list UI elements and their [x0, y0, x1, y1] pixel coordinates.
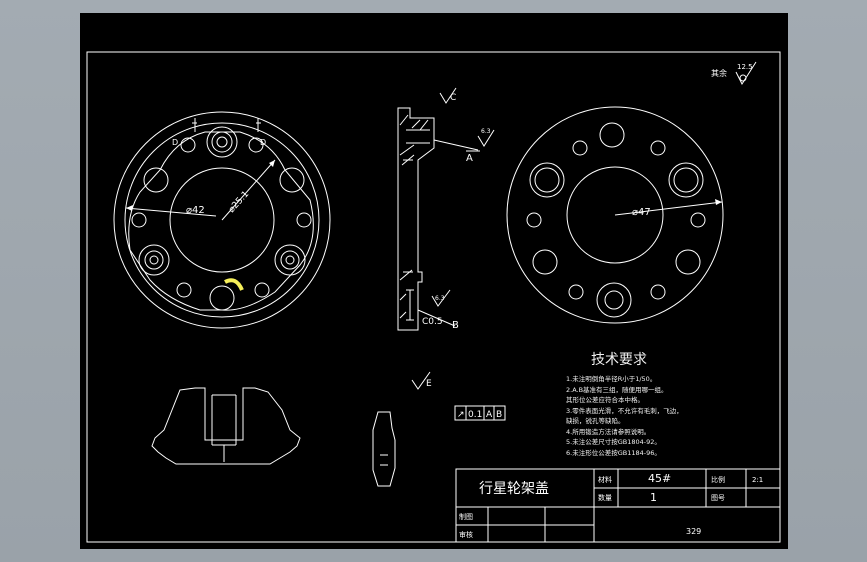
- rough-small-2: 6.3: [435, 295, 445, 302]
- chamfer-c05: C0.5: [422, 317, 443, 327]
- tech-req-list: 1.未注明倒角半径R小于1/50。 2.A.B基准有三组，随便用哪一组。 其形位…: [566, 374, 683, 457]
- tech-req-item: 4.所用锻造方法请参照说明。: [566, 427, 650, 436]
- material-value: 45#: [648, 472, 671, 485]
- datum-a: A: [466, 153, 473, 164]
- drafter-label: 制图: [459, 512, 473, 521]
- tol-b: B: [496, 410, 502, 420]
- tol-a: A: [486, 410, 493, 420]
- cut-d-right: D: [260, 138, 266, 147]
- drawing-sheet: [80, 13, 788, 549]
- scale-value: 2:1: [752, 476, 763, 484]
- rough-general: 其余: [711, 68, 727, 78]
- reviewer-label: 审核: [459, 530, 473, 539]
- tol-value: 0.1: [468, 410, 482, 420]
- quantity-value: 1: [650, 491, 657, 504]
- roughness-symbol: [735, 61, 757, 86]
- dim-d47: ⌀47: [632, 207, 651, 218]
- tech-req-item: 6.未注形位公差按GB1184-96。: [566, 448, 661, 457]
- title-block: [455, 468, 781, 543]
- scale-label: 比例: [711, 475, 725, 484]
- tolerance-frame: [454, 405, 506, 421]
- material-label: 材料: [598, 475, 612, 484]
- front-view-left: [113, 111, 331, 329]
- part-name: 行星轮架盖: [479, 481, 549, 497]
- roughness-circle: [739, 74, 747, 82]
- rough-value: 12.5: [737, 63, 753, 71]
- tech-req-item: 2.A.B基准有三组，随便用哪一组。: [566, 385, 668, 394]
- tol-symbol: ↗: [457, 410, 465, 420]
- dim-d42: ⌀42: [186, 205, 205, 216]
- rough-small-1: 6.3: [481, 128, 491, 135]
- tech-req-heading: 技术要求: [591, 352, 647, 368]
- tech-req-item: 1.未注明倒角半径R小于1/50。: [566, 374, 656, 383]
- quantity-label: 数量: [598, 493, 612, 502]
- bottom-gear-detail: [151, 371, 431, 487]
- drawing-border: [86, 51, 781, 543]
- tech-req-item: 5.未注公差尺寸按GB1804-92。: [566, 437, 661, 446]
- rough-c: C: [450, 93, 456, 103]
- tech-req-item: 缺损，锐孔等缺陷。: [566, 416, 625, 425]
- side-section-view: [397, 87, 495, 331]
- datum-b: B: [452, 320, 459, 331]
- drawing-code: 329: [686, 527, 701, 536]
- tech-req-item: 3.零件表面光滑，不允许有毛刺，飞边，: [566, 406, 683, 415]
- rough-e: E: [426, 379, 432, 389]
- tech-req-item: 其形位公差应符合本中格。: [566, 395, 644, 404]
- drawing-no-label: 图号: [711, 494, 725, 502]
- rear-view-right: [506, 106, 724, 324]
- cut-d-left: D: [172, 138, 178, 147]
